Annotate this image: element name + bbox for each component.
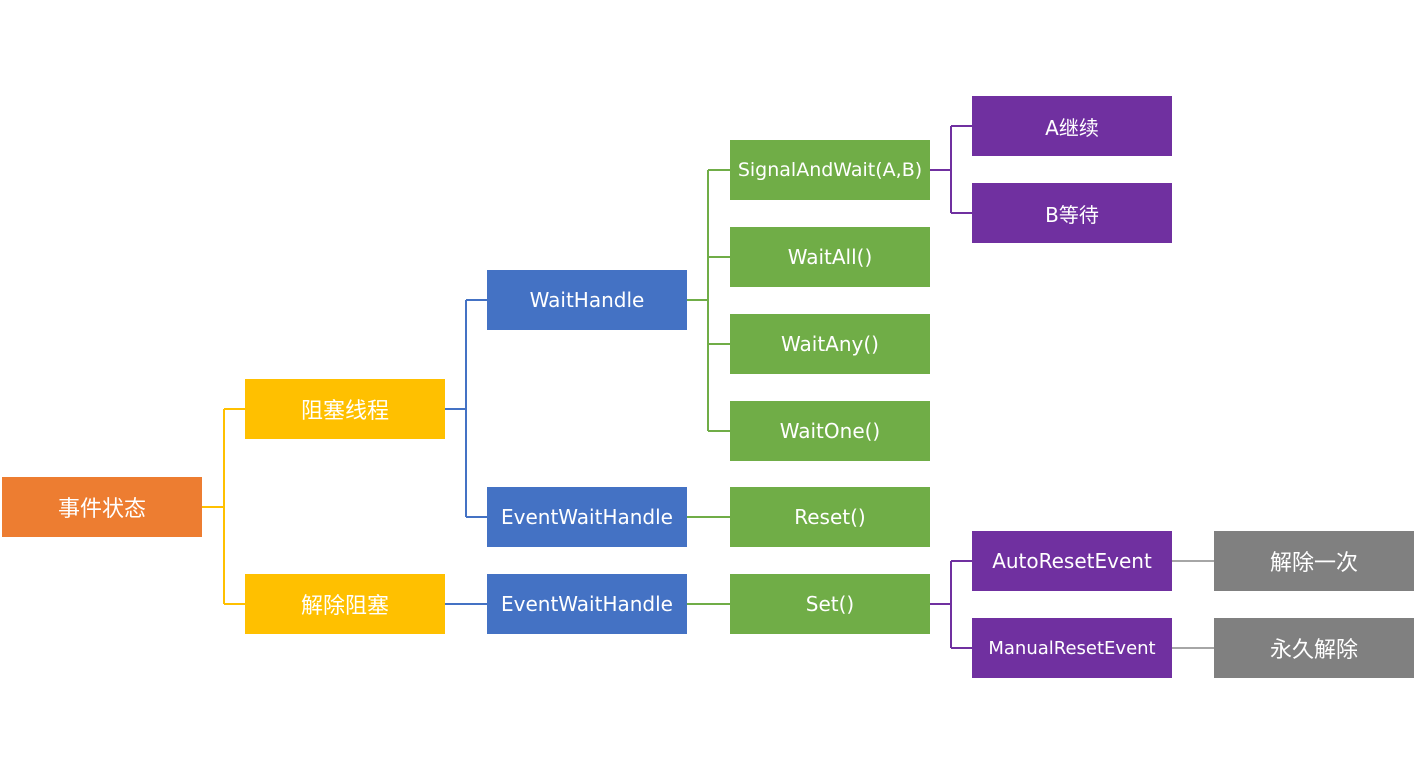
node-wait-all: WaitAll() (730, 227, 930, 287)
node-wait-one: WaitOne() (730, 401, 930, 461)
node-label: WaitOne() (779, 419, 881, 443)
node-label: ManualResetEvent (988, 637, 1156, 659)
node-reset: Reset() (730, 487, 930, 547)
connector-set-to-events (930, 560, 972, 649)
connector-block-to-handles (445, 299, 487, 518)
node-manual-reset-event: ManualResetEvent (972, 618, 1172, 678)
node-label: 永久解除 (1269, 638, 1358, 663)
node-label: 阻塞线程 (300, 399, 389, 424)
node-label: Set() (805, 592, 855, 616)
node-release-forever: 永久解除 (1214, 618, 1414, 678)
connector-waithandle-to-methods (687, 169, 730, 432)
node-root-event-state: 事件状态 (2, 477, 202, 537)
node-event-wait-handle-unblock: EventWaitHandle (487, 574, 687, 634)
node-label: 事件状态 (57, 497, 146, 522)
node-label: WaitAny() (781, 332, 879, 356)
node-label: EventWaitHandle (501, 505, 673, 529)
node-wait-handle: WaitHandle (487, 270, 687, 330)
node-label: SignalAndWait(A,B) (737, 159, 923, 181)
node-label: B等待 (1045, 202, 1099, 227)
node-wait-any: WaitAny() (730, 314, 930, 374)
node-signal-and-wait: SignalAndWait(A,B) (730, 140, 930, 200)
node-label: AutoResetEvent (992, 549, 1152, 573)
node-release-once: 解除一次 (1214, 531, 1414, 591)
node-block-thread: 阻塞线程 (245, 379, 445, 439)
node-label: 解除阻塞 (300, 594, 389, 619)
node-a-continue: A继续 (972, 96, 1172, 156)
node-set: Set() (730, 574, 930, 634)
node-b-wait: B等待 (972, 183, 1172, 243)
node-unblock: 解除阻塞 (245, 574, 445, 634)
node-label: Reset() (794, 505, 866, 529)
node-label: A继续 (1045, 115, 1099, 140)
node-label: WaitAll() (787, 245, 873, 269)
node-event-wait-handle-block: EventWaitHandle (487, 487, 687, 547)
node-auto-reset-event: AutoResetEvent (972, 531, 1172, 591)
node-label: EventWaitHandle (501, 592, 673, 616)
node-label: 解除一次 (1269, 551, 1358, 576)
connector-signalandwait-to-ab (930, 125, 972, 214)
node-label: WaitHandle (529, 288, 645, 312)
connector-root-to-level1 (202, 408, 245, 605)
